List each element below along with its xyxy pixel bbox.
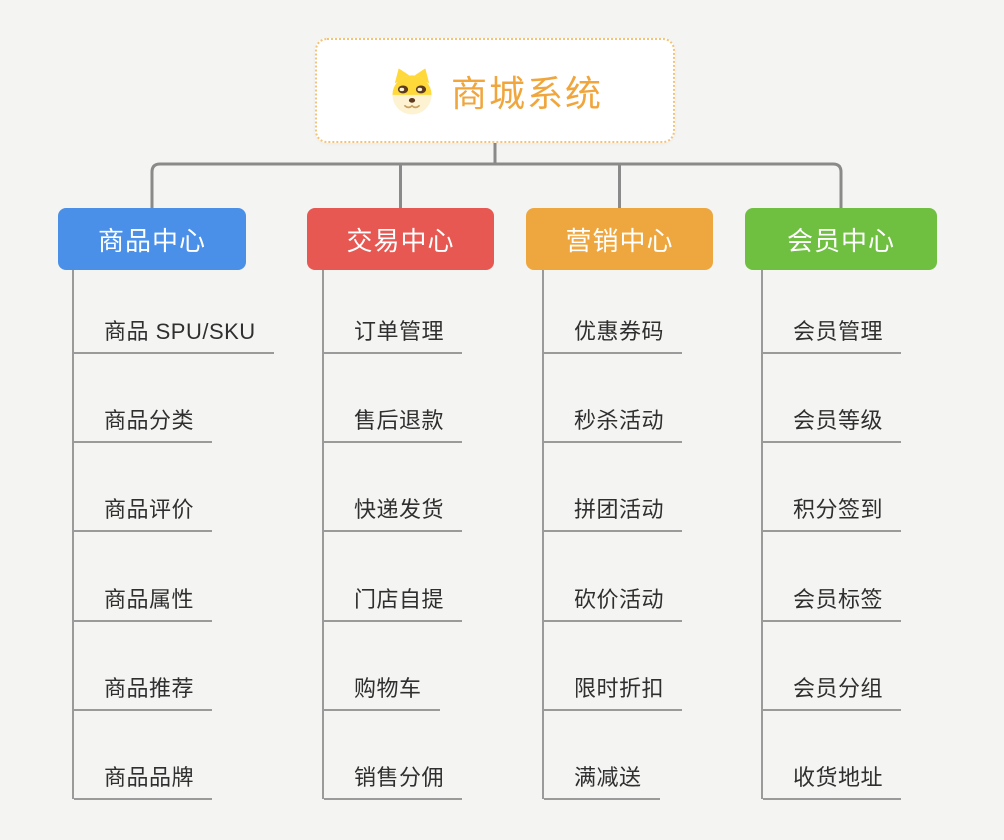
leaf-node[interactable]: 销售分佣 [324,760,463,800]
root-node[interactable]: 商城系统 [315,38,675,143]
leaf-node[interactable]: 门店自提 [324,582,463,622]
leaf-node[interactable]: 拼团活动 [544,492,683,532]
leaf-node[interactable]: 限时折扣 [544,671,683,711]
leaf-node[interactable]: 商品分类 [74,403,213,443]
bus-line [150,162,843,208]
leaf-node[interactable]: 会员分组 [763,671,902,711]
branch-header-member-center[interactable]: 会员中心 [745,208,937,270]
leaf-node[interactable]: 购物车 [324,671,440,711]
leaf-node[interactable]: 会员管理 [763,314,902,354]
leaf-node[interactable]: 商品推荐 [74,671,213,711]
leaf-node[interactable]: 订单管理 [324,314,463,354]
leaf-node[interactable]: 满减送 [544,760,660,800]
leaf-node[interactable]: 会员标签 [763,582,902,622]
branch-header-trade-center[interactable]: 交易中心 [307,208,494,270]
branch-header-product-center[interactable]: 商品中心 [58,208,246,270]
branch-column-trade: 订单管理 售后退款 快递发货 门店自提 购物车 销售分佣 [322,270,463,800]
leaf-node[interactable]: 收货地址 [763,760,902,800]
leaf-node[interactable]: 砍价活动 [544,582,683,622]
branch-header-marketing-center[interactable]: 营销中心 [526,208,713,270]
branch-column-member: 会员管理 会员等级 积分签到 会员标签 会员分组 收货地址 [761,270,902,800]
leaf-node[interactable]: 会员等级 [763,403,902,443]
leaf-node[interactable]: 积分签到 [763,492,902,532]
leaf-node[interactable]: 售后退款 [324,403,463,443]
leaf-node[interactable]: 快递发货 [324,492,463,532]
leaf-node[interactable]: 商品品牌 [74,760,213,800]
leaf-node[interactable]: 优惠券码 [544,314,683,354]
leaf-node[interactable]: 商品评价 [74,492,213,532]
leaf-node[interactable]: 商品 SPU/SKU [74,314,274,354]
branch-column-marketing: 优惠券码 秒杀活动 拼团活动 砍价活动 限时折扣 满减送 [542,270,683,800]
doge-icon [392,67,432,114]
leaf-node[interactable]: 商品属性 [74,582,213,622]
root-title: 商城系统 [450,72,603,114]
leaf-node[interactable]: 秒杀活动 [544,403,683,443]
branch-column-product: 商品 SPU/SKU 商品分类 商品评价 商品属性 商品推荐 商品品牌 [72,270,274,800]
